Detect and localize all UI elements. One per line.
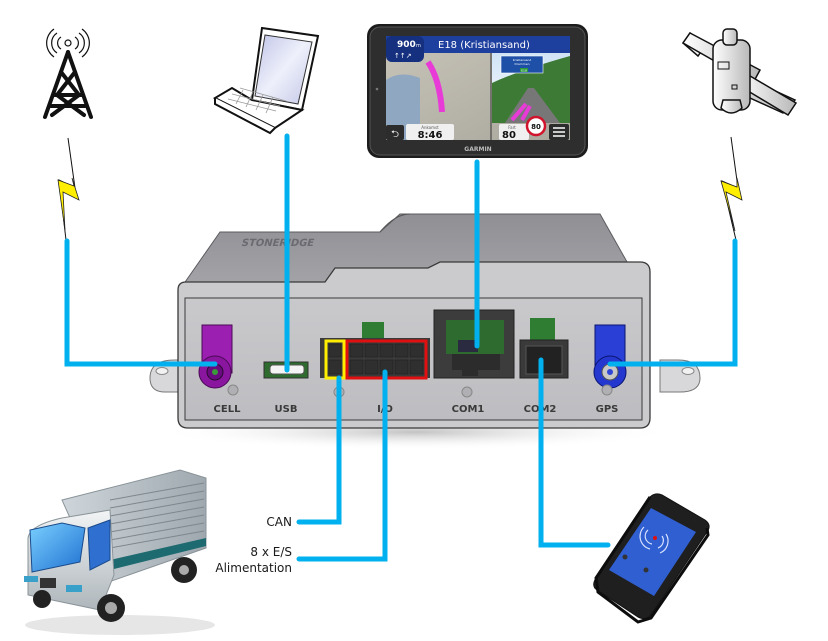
link-cell <box>64 238 218 367</box>
truck-icon <box>24 469 215 635</box>
port-label-usb: USB <box>275 404 298 415</box>
nav-distance: 900 <box>397 40 416 50</box>
laptop-icon <box>212 26 320 135</box>
cell-led <box>227 384 239 396</box>
nav-speed-label: Fart <box>508 125 516 130</box>
port-label-com1: COM1 <box>452 404 485 415</box>
nav-header-bar <box>386 36 570 53</box>
cell-port[interactable] <box>198 324 233 389</box>
gps-led <box>601 384 613 396</box>
nav-speed: 80 <box>502 130 516 141</box>
nav-sign-line1: Kristiansand <box>513 58 532 62</box>
can-pins-highlight <box>324 339 346 380</box>
port-label-gps: GPS <box>596 404 619 415</box>
link-can <box>296 375 342 525</box>
nav-turn-arrows: ↑↑↗ <box>394 52 412 60</box>
nav-brand: GARMIN <box>464 146 491 153</box>
com2-port[interactable] <box>519 318 569 379</box>
link-gps <box>607 238 738 367</box>
arrival-time-field <box>406 124 454 140</box>
gps-navigator: ⮌ <box>367 24 588 158</box>
wireless-link-left-icon <box>57 137 80 241</box>
wireless-link-right-icon <box>720 136 743 241</box>
com1-led <box>461 386 473 398</box>
callout-can: CAN <box>266 515 292 529</box>
nav-speed-limit: 80 <box>531 123 541 131</box>
nav-distance-unit: m <box>416 43 421 49</box>
io-connector[interactable] <box>320 322 430 380</box>
nav-sign-road: E18 <box>521 69 527 73</box>
connection-lines <box>64 133 738 562</box>
satellite-icon <box>681 28 798 117</box>
nav-arrival-label: Ankomst <box>421 125 439 130</box>
cell-tower-icon <box>43 28 93 119</box>
callout-io-line2: Alimentation <box>215 561 292 575</box>
com1-port[interactable] <box>433 309 515 379</box>
speed-field <box>499 124 529 140</box>
rfid-reader-icon <box>593 493 710 624</box>
port-label-cell: CELL <box>214 404 242 415</box>
link-com2-rfid <box>538 357 611 548</box>
brand-engraving: STONERIDGE <box>240 238 315 249</box>
svg-text:⮌: ⮌ <box>391 129 399 140</box>
speed-limit-sign <box>525 115 547 137</box>
gps-port[interactable] <box>593 324 627 389</box>
nav-road-name: E18 (Kristiansand) <box>438 40 530 51</box>
callout-io-line1: 8 x E/S <box>250 545 292 559</box>
nav-sign-line2: Drammen <box>515 62 530 66</box>
link-io <box>296 369 388 562</box>
nav-arrival-time: 8:46 <box>418 130 443 141</box>
